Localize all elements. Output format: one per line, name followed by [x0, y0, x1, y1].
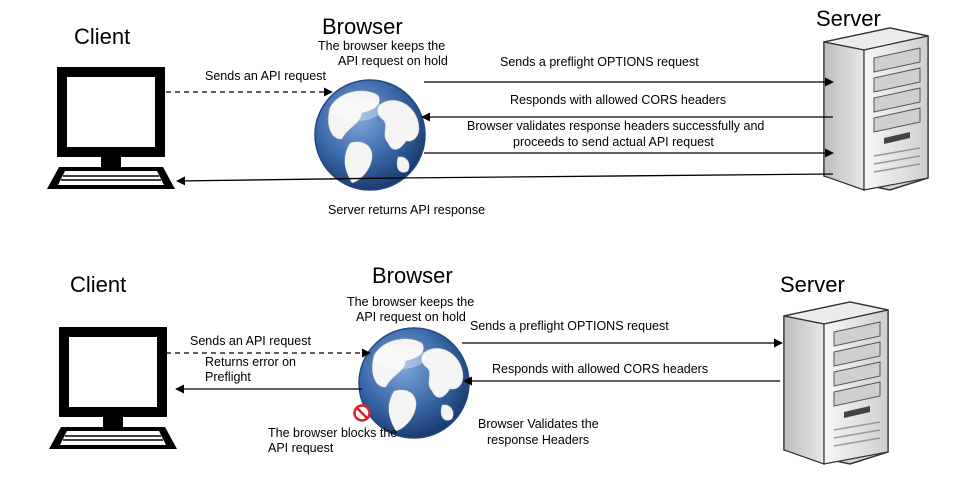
cors-headers-label: Responds with allowed CORS headers — [492, 362, 708, 376]
server-title: Server — [816, 6, 881, 31]
globe-icon — [314, 79, 426, 191]
browser-title: Browser — [322, 14, 403, 39]
computer-monitor-icon — [46, 66, 176, 190]
prohibited-icon — [353, 404, 371, 422]
client-title: Client — [74, 24, 130, 49]
server-tower-icon — [783, 301, 889, 465]
response-arrow-client-segment — [176, 176, 397, 186]
hold-note-line2: API request on hold — [356, 310, 466, 324]
validate-line1: Browser validates response headers succe… — [467, 119, 764, 133]
send-request-label: Sends an API request — [190, 334, 311, 348]
validate-line2: proceeds to send actual API request — [513, 135, 714, 149]
preflight-label: Sends a preflight OPTIONS request — [470, 319, 669, 333]
response-arrow-server-segment — [395, 173, 834, 179]
hold-note-line1: The browser keeps the — [318, 39, 445, 53]
server-tower-icon — [823, 27, 929, 191]
scenario-blocked: Client Browser Server The browser keeps … — [48, 263, 889, 465]
browser-title: Browser — [372, 263, 453, 288]
scenario-success: Client Browser Server The browser keeps … — [46, 6, 929, 217]
block-line2: API request — [268, 441, 334, 455]
validate-line1: Browser Validates the — [478, 417, 599, 431]
globe-icon — [358, 327, 470, 439]
server-title: Server — [780, 272, 845, 297]
server-response-label: Server returns API response — [328, 203, 485, 217]
cors-headers-label: Responds with allowed CORS headers — [510, 93, 726, 107]
preflight-label: Sends a preflight OPTIONS request — [500, 55, 699, 69]
hold-note-line1: The browser keeps the — [347, 295, 474, 309]
validate-line2: response Headers — [487, 433, 589, 447]
send-request-label: Sends an API request — [205, 69, 326, 83]
block-line1: The browser blocks the — [268, 426, 397, 440]
hold-note-line2: API request on hold — [338, 54, 448, 68]
error-line1: Returns error on — [205, 355, 296, 369]
computer-monitor-icon — [48, 326, 178, 450]
error-line2: Preflight — [205, 370, 251, 384]
client-title: Client — [70, 272, 126, 297]
